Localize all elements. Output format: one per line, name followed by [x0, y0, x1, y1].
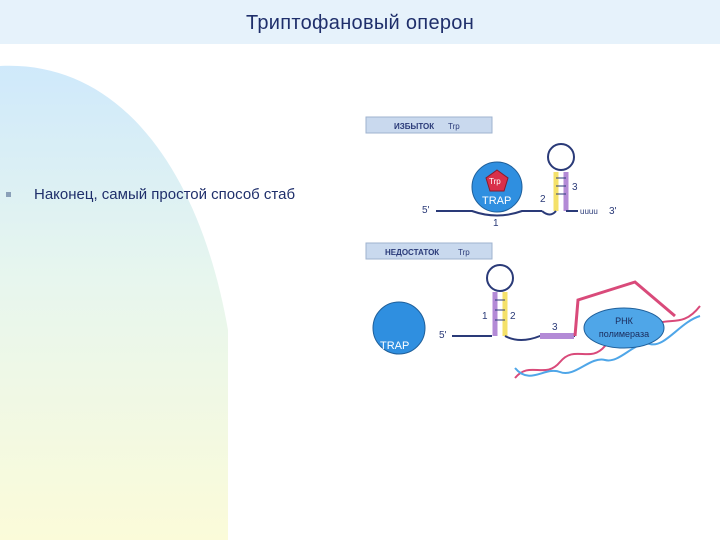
bullet-item: Наконец, самый простой способ стаб	[6, 186, 346, 208]
region-3-label-deficit: 3	[552, 322, 558, 333]
page-title: Триптофановый оперон	[245, 12, 475, 34]
deficit-panel-label: НЕДОСТАТОК	[385, 248, 439, 257]
bullet-text: Наконец, самый простой способ стаб	[34, 186, 296, 203]
excess-panel-sublabel: Trp	[448, 122, 460, 131]
region-2-label-excess: 2	[540, 194, 546, 205]
deficit-panel-sublabel: Trp	[458, 248, 470, 257]
nascent-rna	[573, 280, 676, 337]
trap-protein-free	[372, 301, 426, 355]
end5-label-deficit: 5'	[439, 330, 447, 341]
excess-panel-label: ИЗБЫТОК	[394, 122, 434, 131]
region-3-segment	[540, 333, 574, 339]
deficit-panel-label-box	[365, 242, 493, 260]
polymerase-label-line2: полимераза	[599, 329, 649, 339]
trap-label-free: TRAP	[380, 340, 409, 352]
region-1-label-excess: 1	[493, 218, 499, 229]
bullet-icon	[6, 192, 11, 197]
antiterminator-loop	[486, 264, 514, 292]
trp-molecule-icon	[485, 169, 509, 192]
region-2-label-deficit: 2	[510, 311, 516, 322]
terminator-loop	[547, 143, 575, 171]
region-3-label-excess: 3	[572, 182, 578, 193]
rna-polymerase	[583, 307, 665, 349]
polyu-label: uuuu	[580, 207, 598, 216]
region-1-label-deficit: 1	[482, 311, 488, 322]
polymerase-label-line1: РНК	[615, 316, 634, 326]
trap-label-bound: TRAP	[482, 195, 511, 207]
rna-strand-excess	[436, 210, 542, 217]
excess-panel-label-box	[365, 116, 493, 134]
end5-label-excess: 5'	[422, 205, 430, 216]
trp-label: Trp	[489, 177, 501, 186]
title-bar	[0, 0, 720, 44]
end3-label-excess: 3'	[609, 206, 617, 217]
